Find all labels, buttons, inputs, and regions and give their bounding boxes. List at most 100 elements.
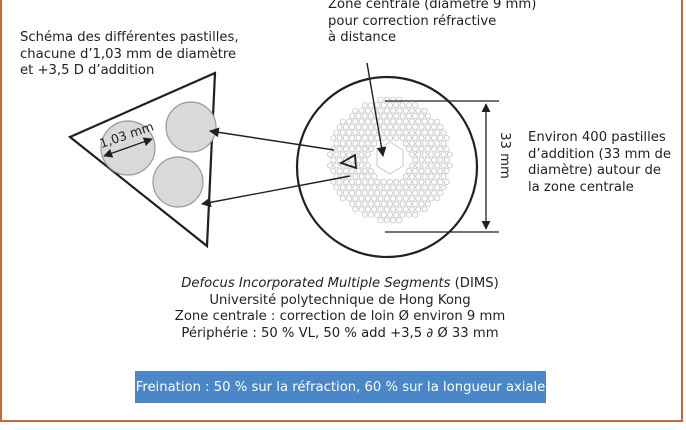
pastille-dot (412, 211, 419, 218)
pastille-dot (399, 200, 406, 207)
pastille-dot (336, 189, 343, 196)
pastille-dot (396, 129, 403, 136)
pastille-dot (427, 173, 434, 180)
pastille-dot (424, 156, 431, 163)
pastille-dot (434, 151, 441, 158)
pastille-dot (399, 189, 406, 196)
pastille-dot (355, 124, 362, 131)
pastille-dot (383, 107, 390, 114)
pastille-dot (390, 195, 397, 202)
pastille-dot (434, 140, 441, 147)
pastille-dot (402, 129, 409, 136)
pastille-dot (415, 129, 422, 136)
pastille-dot (374, 211, 381, 218)
pastille-dot (352, 107, 359, 114)
pastille-dot (421, 173, 428, 180)
pastille-dot (349, 189, 356, 196)
pastille-dot (342, 178, 349, 185)
pastilles-schema-label: Schéma des différentes pastilles, chacun… (20, 30, 239, 78)
pastille-dot (421, 195, 428, 202)
pastille-dot (405, 200, 412, 207)
pastille-dot (342, 135, 349, 142)
pastille-dot (415, 118, 422, 125)
pastille-dot (355, 145, 362, 152)
pastille-dot (431, 145, 438, 152)
pastille-dot (402, 195, 409, 202)
pastille-dot (368, 178, 375, 185)
pastille-dot (327, 151, 334, 158)
pastille-dot (361, 178, 368, 185)
pastille-dot (415, 184, 422, 191)
pastille-dot (434, 173, 441, 180)
triangle-marker (338, 153, 358, 170)
pastille-dot (431, 178, 438, 185)
zoom-arrow-top (209, 127, 335, 151)
pastille-dot (443, 167, 450, 174)
pastille-dot (421, 206, 428, 213)
pastille-dot (342, 189, 349, 196)
pastille-dot (368, 145, 375, 152)
pastille-dot (412, 124, 419, 131)
footer-text: Freination : 50 % sur la réfraction, 60 … (135, 379, 546, 395)
pastille-dot (415, 140, 422, 147)
pastille-dot (408, 118, 415, 125)
pastille-dot (421, 140, 428, 147)
pastille-dot (443, 178, 450, 185)
pastille-dot (390, 129, 397, 136)
pastille-dot (380, 189, 387, 196)
pastille-dot (421, 107, 428, 114)
pastille-dot (377, 107, 384, 114)
pastille-dot (361, 167, 368, 174)
pastille-dot (368, 135, 375, 142)
pastille-dot (358, 118, 365, 125)
pastille-dot (437, 167, 444, 174)
pastille-dot (339, 118, 346, 125)
pastille-dot (399, 135, 406, 142)
pastille-dot (377, 96, 384, 103)
pastille-dot (405, 124, 412, 131)
pastille-dot (380, 113, 387, 120)
pastille-dot (402, 107, 409, 114)
pastille-dot (443, 145, 450, 152)
pastille-dot (446, 162, 453, 169)
pastille-dot (418, 145, 425, 152)
central-zone-pointer (366, 62, 387, 157)
pastille-dot (421, 118, 428, 125)
pastille-dot (361, 189, 368, 196)
pastille-dot (371, 195, 378, 202)
pastille-dot (418, 156, 425, 163)
pastille-dot (440, 173, 447, 180)
pastille-dot (377, 118, 384, 125)
pastille-dot (399, 113, 406, 120)
pastille-dot (412, 178, 419, 185)
pastille-dot (368, 113, 375, 120)
caption-title: Defocus Incorporated Multiple Segments (… (181, 276, 499, 291)
pastille-dot (405, 135, 412, 142)
pastille-dot (424, 178, 431, 185)
pastille-dot (393, 200, 400, 207)
pastille-dot (402, 173, 409, 180)
pastille-dot (345, 118, 352, 125)
zoom-arrow-bottom (201, 175, 351, 208)
pastille-dot (424, 135, 431, 142)
pastille-dot (371, 173, 378, 180)
pastille-dot (374, 189, 381, 196)
pastille-dot (383, 206, 390, 213)
pastille-dot (402, 118, 409, 125)
pastille-dot (390, 118, 397, 125)
pastille-dot (415, 206, 422, 213)
pastille-dot (418, 167, 425, 174)
pastille-dot (408, 184, 415, 191)
pastille-dot (358, 162, 365, 169)
pastille-dot (364, 162, 371, 169)
pastille-dot (427, 118, 434, 125)
pastille-dot (415, 151, 422, 158)
pastille-dot (374, 200, 381, 207)
pastille-dot (437, 178, 444, 185)
pastille-dot (446, 151, 453, 158)
pastille-dot (412, 189, 419, 196)
pastille-dot (368, 189, 375, 196)
pastille-dot (383, 129, 390, 136)
pastille-dot (371, 140, 378, 147)
